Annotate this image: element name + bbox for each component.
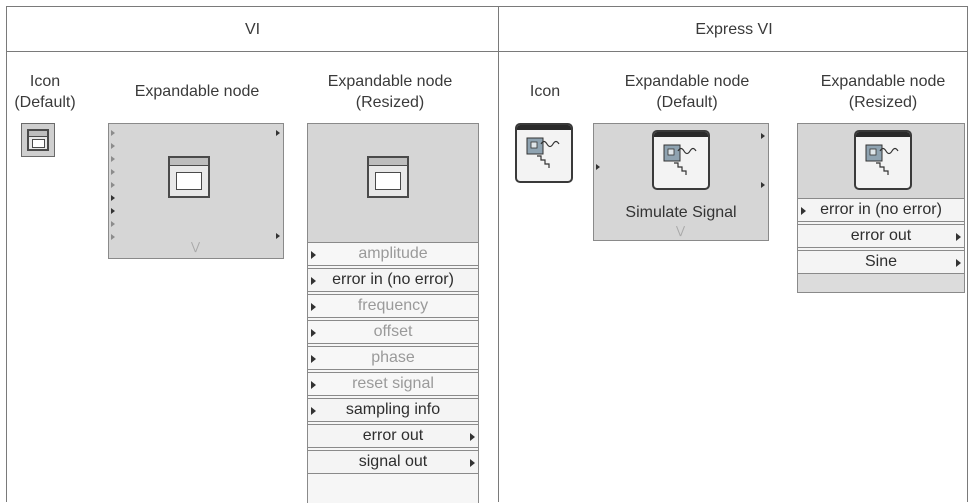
output-terminal-icon xyxy=(276,233,280,239)
express-node-caption: Simulate Signal xyxy=(625,204,737,221)
vi-resized-column-label: Expandable node (Resized) xyxy=(297,71,483,113)
terminal-label: error in (no error) xyxy=(332,271,454,288)
terminal-label: error in (no error) xyxy=(820,201,942,218)
terminal-row[interactable]: error in (no error) xyxy=(797,198,965,222)
output-terminal-icon xyxy=(761,182,765,188)
input-arrow-icon xyxy=(311,329,316,337)
terminal-row[interactable]: phase xyxy=(307,346,479,370)
input-arrow-icon xyxy=(311,251,316,259)
vi-resized-header xyxy=(308,124,478,243)
vi-expandable-column-label: Expandable node xyxy=(134,83,260,100)
input-terminal-icon xyxy=(111,195,115,201)
expand-chevron-icon[interactable]: ⋁ xyxy=(191,241,201,253)
express-expandable-node[interactable]: Simulate Signal ⋁ xyxy=(593,123,769,241)
express-icon-column-label: Icon xyxy=(529,83,561,100)
input-terminal-icon xyxy=(111,156,115,162)
output-terminal-icon xyxy=(276,130,280,136)
vi-section-title: VI xyxy=(244,21,261,38)
input-terminal-icon xyxy=(111,169,115,175)
terminal-label: error out xyxy=(362,427,424,444)
simulate-signal-icon xyxy=(526,137,560,168)
input-arrow-icon xyxy=(311,277,316,285)
express-resized-label-line2: (Resized) xyxy=(848,94,918,111)
express-expandable-label-line1: Expandable node xyxy=(624,73,750,90)
vi-icon[interactable] xyxy=(21,123,55,157)
input-arrow-icon xyxy=(801,207,806,215)
express-expandable-label-line2: (Default) xyxy=(656,94,718,111)
terminal-label: sampling info xyxy=(345,401,441,418)
resize-footer[interactable] xyxy=(798,273,964,292)
express-resized-label-line1: Expandable node xyxy=(820,73,946,90)
header-divider xyxy=(7,51,967,52)
vi-resized-label-line2: (Resized) xyxy=(355,94,425,111)
simulate-signal-icon xyxy=(652,130,710,190)
input-terminal-icon xyxy=(111,143,115,149)
vi-resized-node[interactable]: amplitude error in (no error) frequency off… xyxy=(307,123,479,503)
input-terminal-icon xyxy=(111,182,115,188)
terminal-label: phase xyxy=(371,349,415,366)
express-section-title: Express VI xyxy=(695,21,773,38)
section-divider xyxy=(498,7,499,502)
terminal-row[interactable]: error in (no error) xyxy=(307,268,479,292)
vi-expandable-node[interactable]: ⋁ xyxy=(108,123,284,259)
express-icon[interactable] xyxy=(515,123,573,183)
output-arrow-icon xyxy=(956,259,961,267)
terminal-row[interactable]: Sine xyxy=(797,250,965,274)
expand-chevron-icon[interactable]: ⋁ xyxy=(676,225,686,237)
output-arrow-icon xyxy=(470,459,475,467)
terminal-label: frequency xyxy=(357,297,429,314)
terminal-row[interactable]: frequency xyxy=(307,294,479,318)
express-resized-header xyxy=(798,124,964,199)
comparison-table: VI Express VI Icon (Default) Expandable … xyxy=(6,6,969,503)
terminal-row[interactable]: error out xyxy=(307,424,479,448)
express-resized-column-label: Expandable node (Resized) xyxy=(797,71,969,113)
terminal-label: offset xyxy=(373,323,413,340)
vi-icon-column-label: Icon (Default) xyxy=(7,71,83,113)
vi-waveform-icon xyxy=(367,156,409,198)
input-terminal-icon xyxy=(111,221,115,227)
terminal-label: error out xyxy=(850,227,912,244)
input-arrow-icon xyxy=(311,407,316,415)
input-arrow-icon xyxy=(311,303,316,311)
terminal-row[interactable]: error out xyxy=(797,224,965,248)
terminal-label: reset signal xyxy=(352,375,434,392)
input-terminal-icon xyxy=(596,164,600,170)
terminal-row[interactable]: amplitude xyxy=(307,242,479,266)
terminal-label: signal out xyxy=(358,453,428,470)
vi-resized-label-line1: Expandable node xyxy=(327,73,453,90)
vi-icon-label-line2: (Default) xyxy=(14,94,76,111)
output-terminal-icon xyxy=(761,133,765,139)
terminal-row[interactable]: offset xyxy=(307,320,479,344)
input-arrow-icon xyxy=(311,355,316,363)
input-terminal-icon xyxy=(111,234,115,240)
terminal-row[interactable]: sampling info xyxy=(307,398,479,422)
vi-icon-label-line1: Icon xyxy=(29,73,61,90)
vi-waveform-icon xyxy=(27,129,49,151)
input-terminal-icon xyxy=(111,208,115,214)
express-expandable-column-label: Expandable node (Default) xyxy=(597,71,777,113)
terminal-row[interactable]: signal out xyxy=(307,450,479,474)
vi-waveform-icon xyxy=(168,156,210,198)
terminal-label: Sine xyxy=(864,253,898,270)
simulate-signal-icon xyxy=(854,130,912,190)
output-arrow-icon xyxy=(956,233,961,241)
output-arrow-icon xyxy=(470,433,475,441)
terminal-label: amplitude xyxy=(358,245,428,262)
input-terminal-icon xyxy=(111,130,115,136)
terminal-row[interactable]: reset signal xyxy=(307,372,479,396)
input-arrow-icon xyxy=(311,381,316,389)
